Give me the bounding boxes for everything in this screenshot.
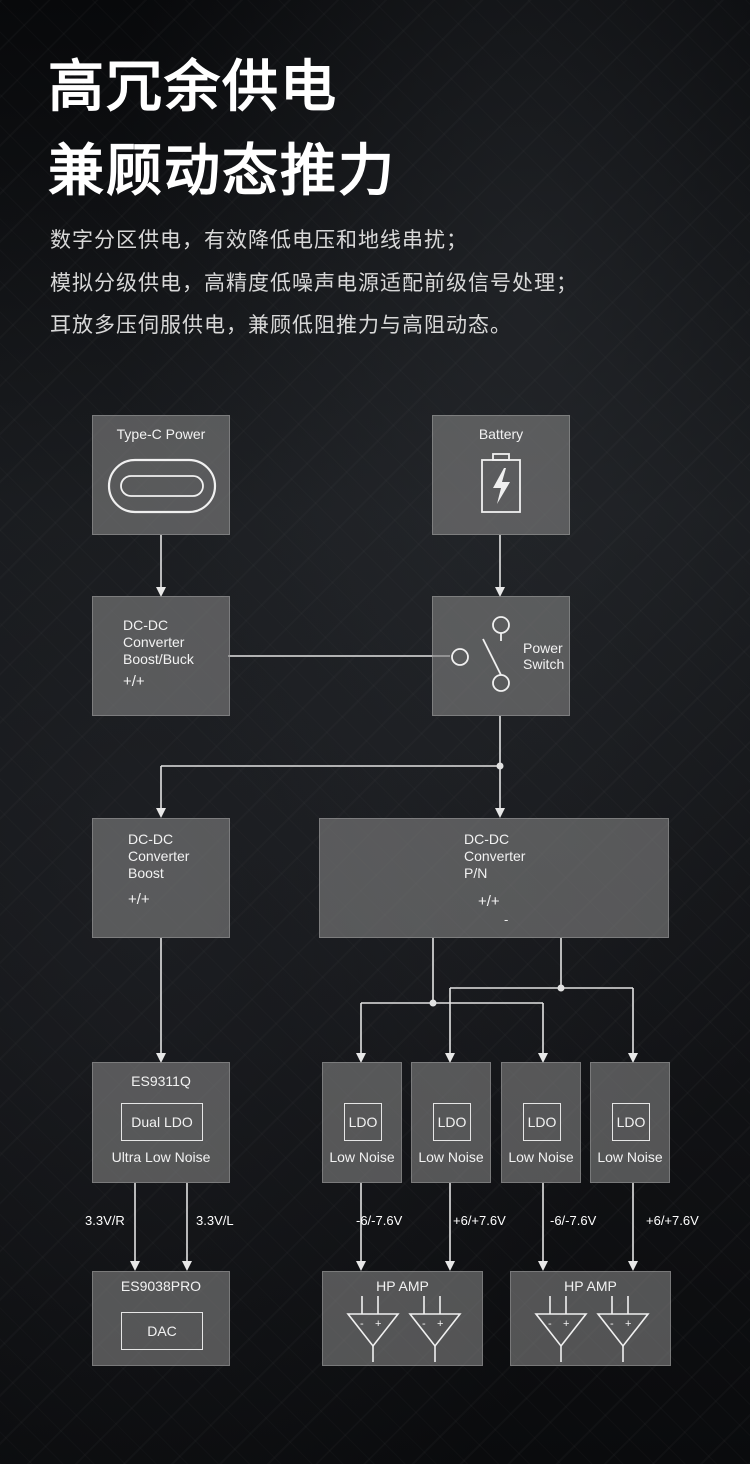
- voltage-label-ldo4: +6/+7.6V: [646, 1213, 699, 1228]
- dcdc-boost-line2: Converter: [128, 848, 190, 864]
- ldo-inner-box: LDO: [612, 1103, 650, 1141]
- dcdc-pn-line3: P/N: [464, 865, 488, 881]
- dcdc-boost-line1: DC-DC: [128, 831, 174, 847]
- es9311q-block: ES9311Q Dual LDO Ultra Low Noise: [92, 1062, 230, 1183]
- ldo-sub: Low Noise: [329, 1149, 395, 1165]
- dcdc-boost-symbol: +/+: [128, 891, 150, 908]
- description-line-1: 数字分区供电，有效降低电压和地线串扰；: [50, 228, 468, 252]
- opamp-minus-sign: -: [360, 1318, 364, 1330]
- voltage-label-ldo2: +6/+7.6V: [453, 1213, 506, 1228]
- ldo-label: LDO: [437, 1114, 467, 1130]
- voltage-label-ldo3: -6/-7.6V: [550, 1213, 597, 1228]
- hp-amp-title: HP AMP: [376, 1278, 429, 1294]
- opamp-plus-sign: +: [437, 1318, 444, 1330]
- switch-symbol-icon: [451, 616, 510, 692]
- ldo-block: LDO Low Noise: [322, 1062, 402, 1183]
- power-switch-block: Power Switch: [432, 596, 570, 716]
- hp-amp-block: HP AMP - + - +: [510, 1271, 671, 1366]
- es9038pro-title: ES9038PRO: [120, 1278, 202, 1294]
- description-line-2: 模拟分级供电，高精度低噪声电源适配前级信号处理；: [50, 271, 578, 295]
- opamp-minus-sign: -: [610, 1318, 614, 1330]
- opamp-pair-icon: [346, 1296, 462, 1362]
- headline-line-2: 兼顾动态推力: [48, 139, 396, 204]
- dcdc-pn-line2: Converter: [464, 848, 526, 864]
- power-switch-line2: Switch: [523, 656, 565, 672]
- headline-line-1: 高冗余供电: [48, 55, 338, 120]
- dcdc-boost-buck-block: DC-DC Converter Boost/Buck +/+: [92, 596, 230, 716]
- opamp-plus-sign: +: [625, 1318, 632, 1330]
- voltage-label-3v3r: 3.3V/R: [85, 1213, 125, 1228]
- es9038pro-block: ES9038PRO DAC: [92, 1271, 230, 1366]
- dcdc-buck-symbol: +/+: [123, 673, 145, 690]
- opamp-minus-sign: -: [422, 1318, 426, 1330]
- ldo-sub: Low Noise: [418, 1149, 484, 1165]
- typec-power-block: Type-C Power: [92, 415, 230, 535]
- voltage-label-3v3l: 3.3V/L: [196, 1213, 234, 1228]
- ldo-block: LDO Low Noise: [590, 1062, 670, 1183]
- dcdc-buck-line3: Boost/Buck: [123, 651, 194, 667]
- dcdc-pn-symbol-plus: +/+: [478, 893, 500, 910]
- dac-label: DAC: [147, 1323, 177, 1339]
- es9311q-title: ES9311Q: [131, 1073, 191, 1089]
- dcdc-pn-block: DC-DC Converter P/N +/+ -: [319, 818, 669, 938]
- battery-charging-icon: [481, 453, 521, 513]
- opamp-plus-sign: +: [563, 1318, 570, 1330]
- hp-amp-block: HP AMP - + - +: [322, 1271, 483, 1366]
- dcdc-pn-line1: DC-DC: [464, 831, 510, 847]
- description-line-3: 耳放多压伺服供电，兼顾低阻推力与高阻动态。: [50, 313, 512, 337]
- dual-ldo-box: Dual LDO: [121, 1103, 203, 1141]
- dcdc-boost-line3: Boost: [128, 865, 164, 881]
- dcdc-boost-block: DC-DC Converter Boost +/+: [92, 818, 230, 938]
- battery-block: Battery: [432, 415, 570, 535]
- dcdc-buck-line1: DC-DC: [123, 617, 169, 633]
- ldo-block: LDO Low Noise: [411, 1062, 491, 1183]
- dac-box: DAC: [121, 1312, 203, 1350]
- voltage-label-ldo1: -6/-7.6V: [356, 1213, 403, 1228]
- ldo-label: LDO: [527, 1114, 557, 1130]
- ldo-sub: Low Noise: [508, 1149, 574, 1165]
- ldo-label: LDO: [348, 1114, 378, 1130]
- battery-label: Battery: [478, 426, 524, 442]
- dual-ldo-label: Dual LDO: [131, 1114, 193, 1130]
- usb-c-port-icon: [107, 458, 217, 514]
- dcdc-pn-symbol-minus: -: [504, 912, 509, 927]
- hp-amp-title: HP AMP: [564, 1278, 617, 1294]
- ldo-inner-box: LDO: [433, 1103, 471, 1141]
- power-switch-line1: Power: [523, 640, 563, 656]
- es9311q-sub: Ultra Low Noise: [111, 1149, 211, 1165]
- ldo-sub: Low Noise: [597, 1149, 663, 1165]
- ldo-inner-box: LDO: [344, 1103, 382, 1141]
- opamp-plus-sign: +: [375, 1318, 382, 1330]
- ldo-inner-box: LDO: [523, 1103, 561, 1141]
- ldo-label: LDO: [616, 1114, 646, 1130]
- opamp-pair-icon: [534, 1296, 650, 1362]
- opamp-minus-sign: -: [548, 1318, 552, 1330]
- dcdc-buck-line2: Converter: [123, 634, 185, 650]
- typec-label: Type-C Power: [116, 426, 206, 442]
- ldo-block: LDO Low Noise: [501, 1062, 581, 1183]
